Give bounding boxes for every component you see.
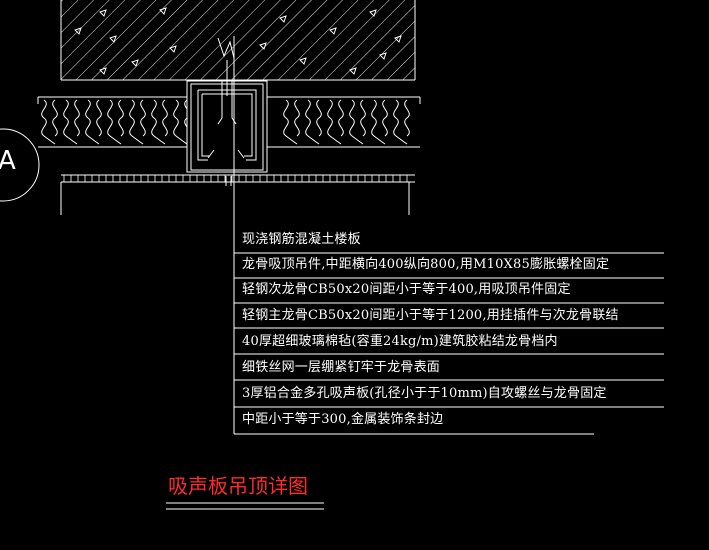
aggregate-mark [169, 45, 177, 53]
aggregate-mark [259, 42, 267, 50]
note-line-8: 中距小于等于300,金属装饰条封边 [242, 412, 444, 427]
aggregate-mark [74, 27, 82, 35]
insulation-wave [283, 99, 300, 145]
insulation-wave [305, 99, 322, 145]
aggregate-mark [109, 35, 117, 43]
insulation-wave [151, 99, 168, 145]
drawing-title: 吸声板吊顶详图 [168, 474, 308, 498]
section-marker-letter: A [0, 146, 16, 176]
aggregate-mark [99, 9, 107, 17]
note-line-3: 轻钢次龙骨CB50x20间距小于等于400,用吸顶吊件固定 [242, 282, 571, 297]
aggregate-mark [329, 27, 337, 35]
insulation-wave [371, 99, 388, 145]
perforated-panel [60, 174, 415, 215]
note-underlines [234, 252, 664, 435]
aggregate-mark [159, 7, 167, 15]
insulation-wave [393, 99, 410, 145]
note-line-5: 40厚超细玻璃棉毡(容重24kg/m)建筑胶粘结龙骨档内 [242, 334, 558, 349]
note-line-7: 3厚铝合金多孔吸声板(孔径小于于10mm)自攻螺丝与龙骨固定 [242, 386, 607, 401]
insulation-wave [63, 99, 80, 145]
aggregate-mark [379, 52, 387, 60]
aggregate-mark [299, 57, 307, 65]
aggregate-mark [131, 59, 139, 67]
aggregate-mark [99, 67, 107, 75]
keel-channel-section [186, 37, 268, 186]
aggregate-mark [349, 67, 357, 75]
note-line-6: 细铁丝网一层绷紧钉牢于龙骨表面 [242, 360, 441, 375]
aggregate-mark [369, 9, 377, 17]
aggregate-mark [394, 35, 402, 43]
insulation-wave [85, 99, 102, 145]
concrete-slab [60, 0, 416, 81]
note-line-2: 龙骨吸顶吊件,中距横向400纵向800,用M10X85膨胀螺栓固定 [242, 257, 610, 272]
note-line-4: 轻钢主龙骨CB50x20间距小于等于1200,用挂插件与次龙骨联结 [242, 308, 619, 323]
insulation-wave [107, 99, 124, 145]
insulation-wave [327, 99, 344, 145]
note-line-1: 现浇钢筋混凝土楼板 [242, 232, 361, 247]
insulation-wave [129, 99, 146, 145]
section-marker-circle [0, 128, 40, 202]
insulation-wave [349, 99, 366, 145]
title-underline [166, 502, 324, 510]
insulation-wave [41, 99, 58, 145]
aggregate-mark [279, 15, 287, 23]
